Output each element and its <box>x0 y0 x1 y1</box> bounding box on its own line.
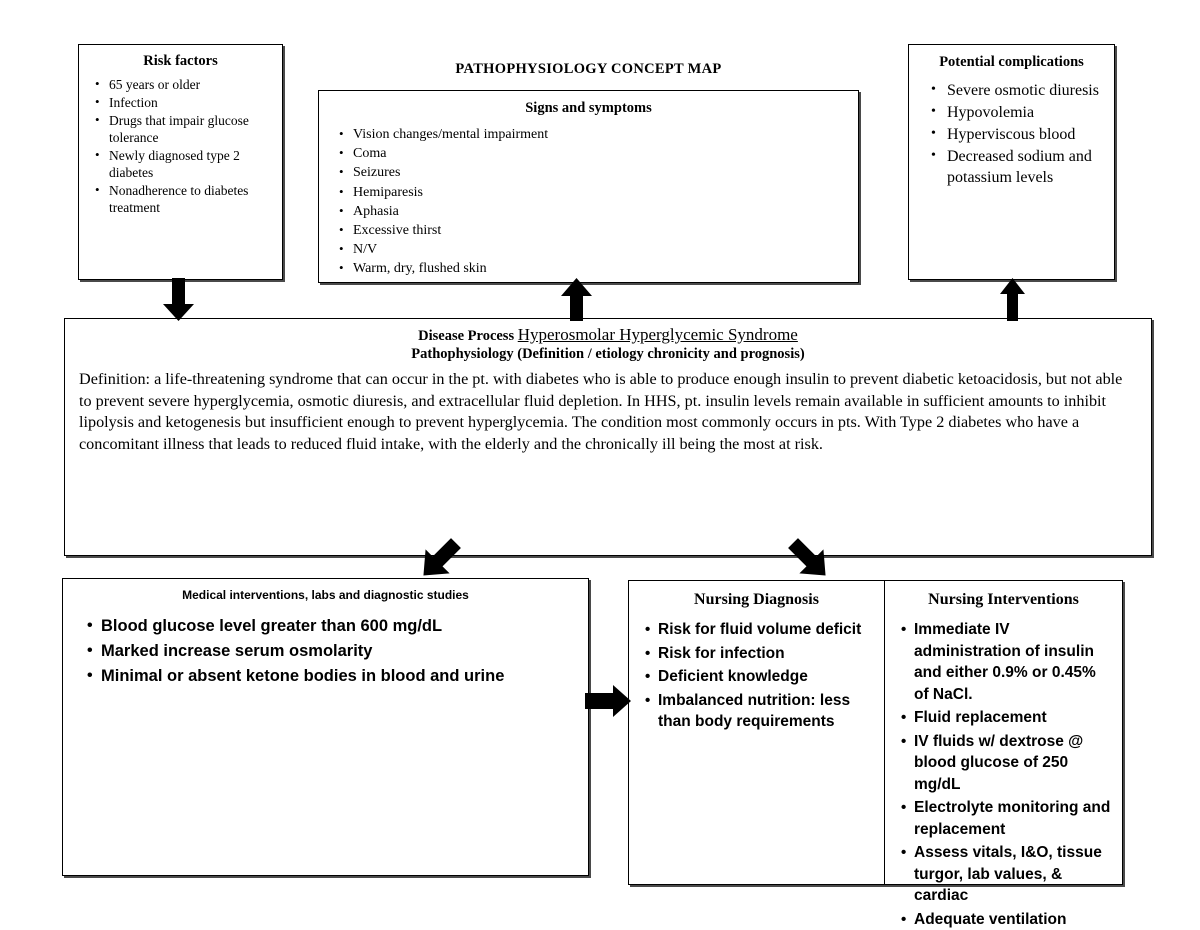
list-item: Fluid replacement <box>901 707 1114 729</box>
disease-process-box: Disease Process Hyperosmolar Hyperglycem… <box>64 318 1152 556</box>
list-item: Coma <box>337 145 848 163</box>
medical-interventions-title: Medical interventions, labs and diagnost… <box>63 588 588 602</box>
arrow-disease-to-nursing-icon <box>779 534 841 586</box>
potential-complications-box: Potential complications Severe osmotic d… <box>908 44 1115 280</box>
arrow-disease-to-complications-icon <box>996 278 1030 322</box>
signs-and-symptoms-list: Vision changes/mental impairment Coma Se… <box>319 126 858 279</box>
list-item: Electrolyte monitoring and replacement <box>901 797 1114 840</box>
list-item: Excessive thirst <box>337 222 848 240</box>
list-item: IV fluids w/ dextrose @ blood glucose of… <box>901 731 1114 796</box>
list-item: Hyperviscous blood <box>929 124 1106 145</box>
disease-process-definition: Definition: a life-threatening syndrome … <box>65 363 1151 455</box>
list-item: Seizures <box>337 164 848 182</box>
disease-process-heading: Disease Process Hyperosmolar Hyperglycem… <box>65 326 1151 345</box>
signs-and-symptoms-title: Signs and symptoms <box>319 100 858 117</box>
risk-factors-list: 65 years or older Infection Drugs that i… <box>79 76 282 216</box>
list-item: Immediate IV administration of insulin a… <box>901 619 1114 705</box>
risk-factors-box: Risk factors 65 years or older Infection… <box>78 44 283 280</box>
list-item: Blood glucose level greater than 600 mg/… <box>85 614 578 638</box>
list-item: Risk for infection <box>645 643 876 665</box>
disease-process-subtitle: Pathophysiology (Definition / etiology c… <box>65 345 1151 363</box>
list-item: Newly diagnosed type 2 diabetes <box>93 147 276 181</box>
arrow-disease-to-medical-icon <box>408 534 470 586</box>
nursing-interventions-column: Nursing Interventions Immediate IV admin… <box>885 581 1122 884</box>
nursing-interventions-list: Immediate IV administration of insulin a… <box>885 619 1122 930</box>
list-item: Minimal or absent ketone bodies in blood… <box>85 664 578 688</box>
list-item: Hemiparesis <box>337 184 848 202</box>
signs-and-symptoms-box: Signs and symptoms Vision changes/mental… <box>318 90 859 283</box>
disease-process-value: Hyperosmolar Hyperglycemic Syndrome <box>518 325 798 344</box>
list-item: 65 years or older <box>93 76 276 93</box>
risk-factors-title: Risk factors <box>79 53 282 70</box>
nursing-interventions-title: Nursing Interventions <box>885 591 1122 609</box>
medical-interventions-box: Medical interventions, labs and diagnost… <box>62 578 589 876</box>
potential-complications-list: Severe osmotic diuresis Hypovolemia Hype… <box>909 80 1114 188</box>
list-item: Risk for fluid volume deficit <box>645 619 876 641</box>
list-item: Imbalanced nutrition: less than body req… <box>645 690 876 733</box>
list-item: Aphasia <box>337 203 848 221</box>
arrow-risk-factors-to-disease-icon <box>158 278 200 322</box>
list-item: Severe osmotic diuresis <box>929 80 1106 101</box>
medical-interventions-list: Blood glucose level greater than 600 mg/… <box>63 614 588 688</box>
arrow-disease-to-signs-icon <box>556 278 598 322</box>
list-item: Nonadherence to diabetes treatment <box>93 182 276 216</box>
list-item: Drugs that impair glucose tolerance <box>93 112 276 146</box>
nursing-diagnosis-list: Risk for fluid volume deficit Risk for i… <box>629 619 884 733</box>
list-item: Deficient knowledge <box>645 666 876 688</box>
list-item: Decreased sodium and potassium levels <box>929 146 1106 188</box>
nursing-diagnosis-column: Nursing Diagnosis Risk for fluid volume … <box>629 581 885 884</box>
potential-complications-title: Potential complications <box>909 54 1114 71</box>
page-title: PATHOPHYSIOLOGY CONCEPT MAP <box>318 61 859 78</box>
list-item: N/V <box>337 241 848 259</box>
list-item: Marked increase serum osmolarity <box>85 639 578 663</box>
list-item: Vision changes/mental impairment <box>337 126 848 144</box>
nursing-box: Nursing Diagnosis Risk for fluid volume … <box>628 580 1123 885</box>
arrow-medical-to-nursing-diagnosis-icon <box>585 682 633 720</box>
list-item: Infection <box>93 94 276 111</box>
list-item: Warm, dry, flushed skin <box>337 260 848 278</box>
disease-process-label: Disease Process <box>418 328 514 344</box>
list-item: Assess vitals, I&O, tissue turgor, lab v… <box>901 842 1114 907</box>
list-item: Hypovolemia <box>929 102 1106 123</box>
nursing-diagnosis-title: Nursing Diagnosis <box>629 591 884 609</box>
